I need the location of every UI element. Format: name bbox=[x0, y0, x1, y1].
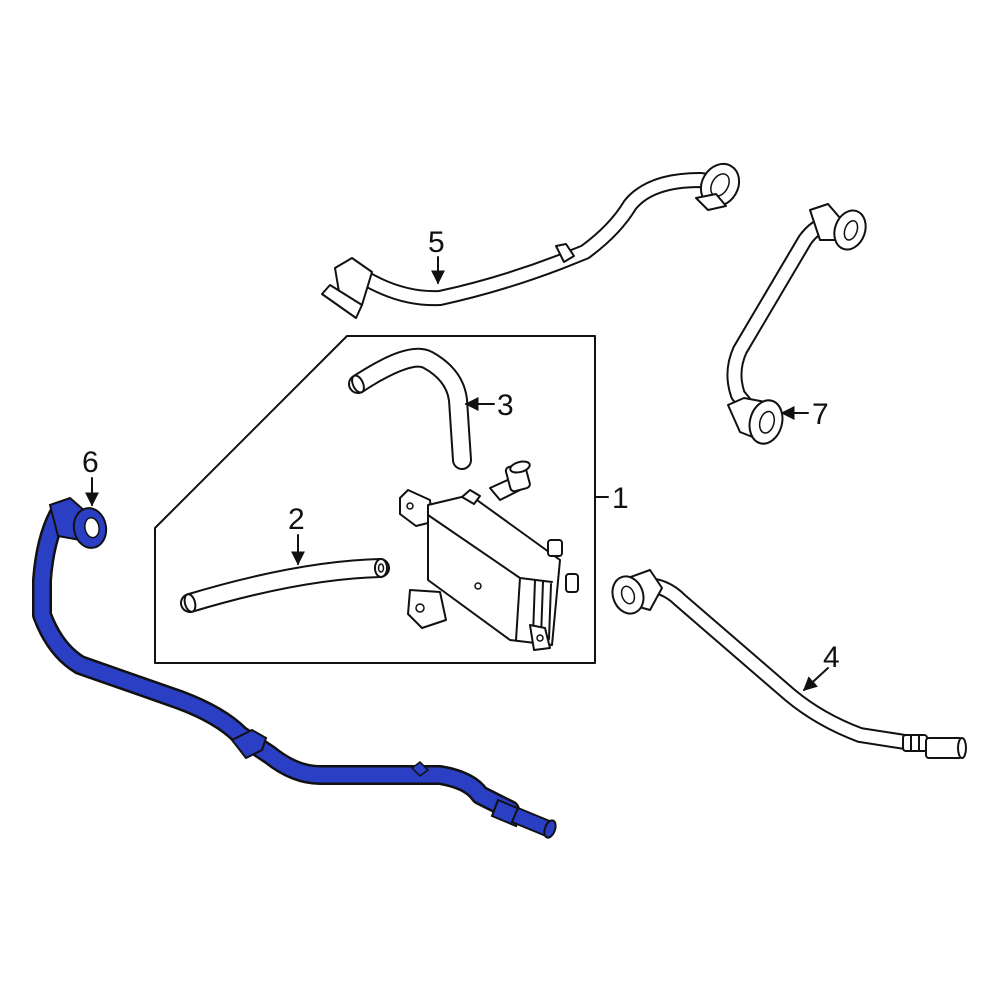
callout-labels: 1 2 3 4 5 6 7 bbox=[82, 226, 840, 674]
callout-3: 3 bbox=[497, 389, 514, 422]
part-2-hose[interactable] bbox=[180, 558, 390, 613]
part-4-hose[interactable] bbox=[607, 569, 967, 759]
callout-6: 6 bbox=[82, 446, 99, 479]
callout-1: 1 bbox=[612, 482, 629, 515]
part-5-hose[interactable] bbox=[321, 157, 747, 319]
callout-2: 2 bbox=[288, 503, 305, 536]
part-3-hose[interactable] bbox=[348, 347, 472, 470]
callout-7: 7 bbox=[812, 398, 829, 431]
callout-4: 4 bbox=[823, 641, 840, 674]
part-1-inset-box bbox=[154, 335, 596, 664]
part-6-hose[interactable] bbox=[32, 496, 558, 839]
callout-5: 5 bbox=[428, 226, 445, 259]
oil-cooler[interactable] bbox=[399, 460, 579, 651]
leader-lines bbox=[85, 256, 829, 691]
part-7-hose[interactable] bbox=[726, 203, 871, 447]
